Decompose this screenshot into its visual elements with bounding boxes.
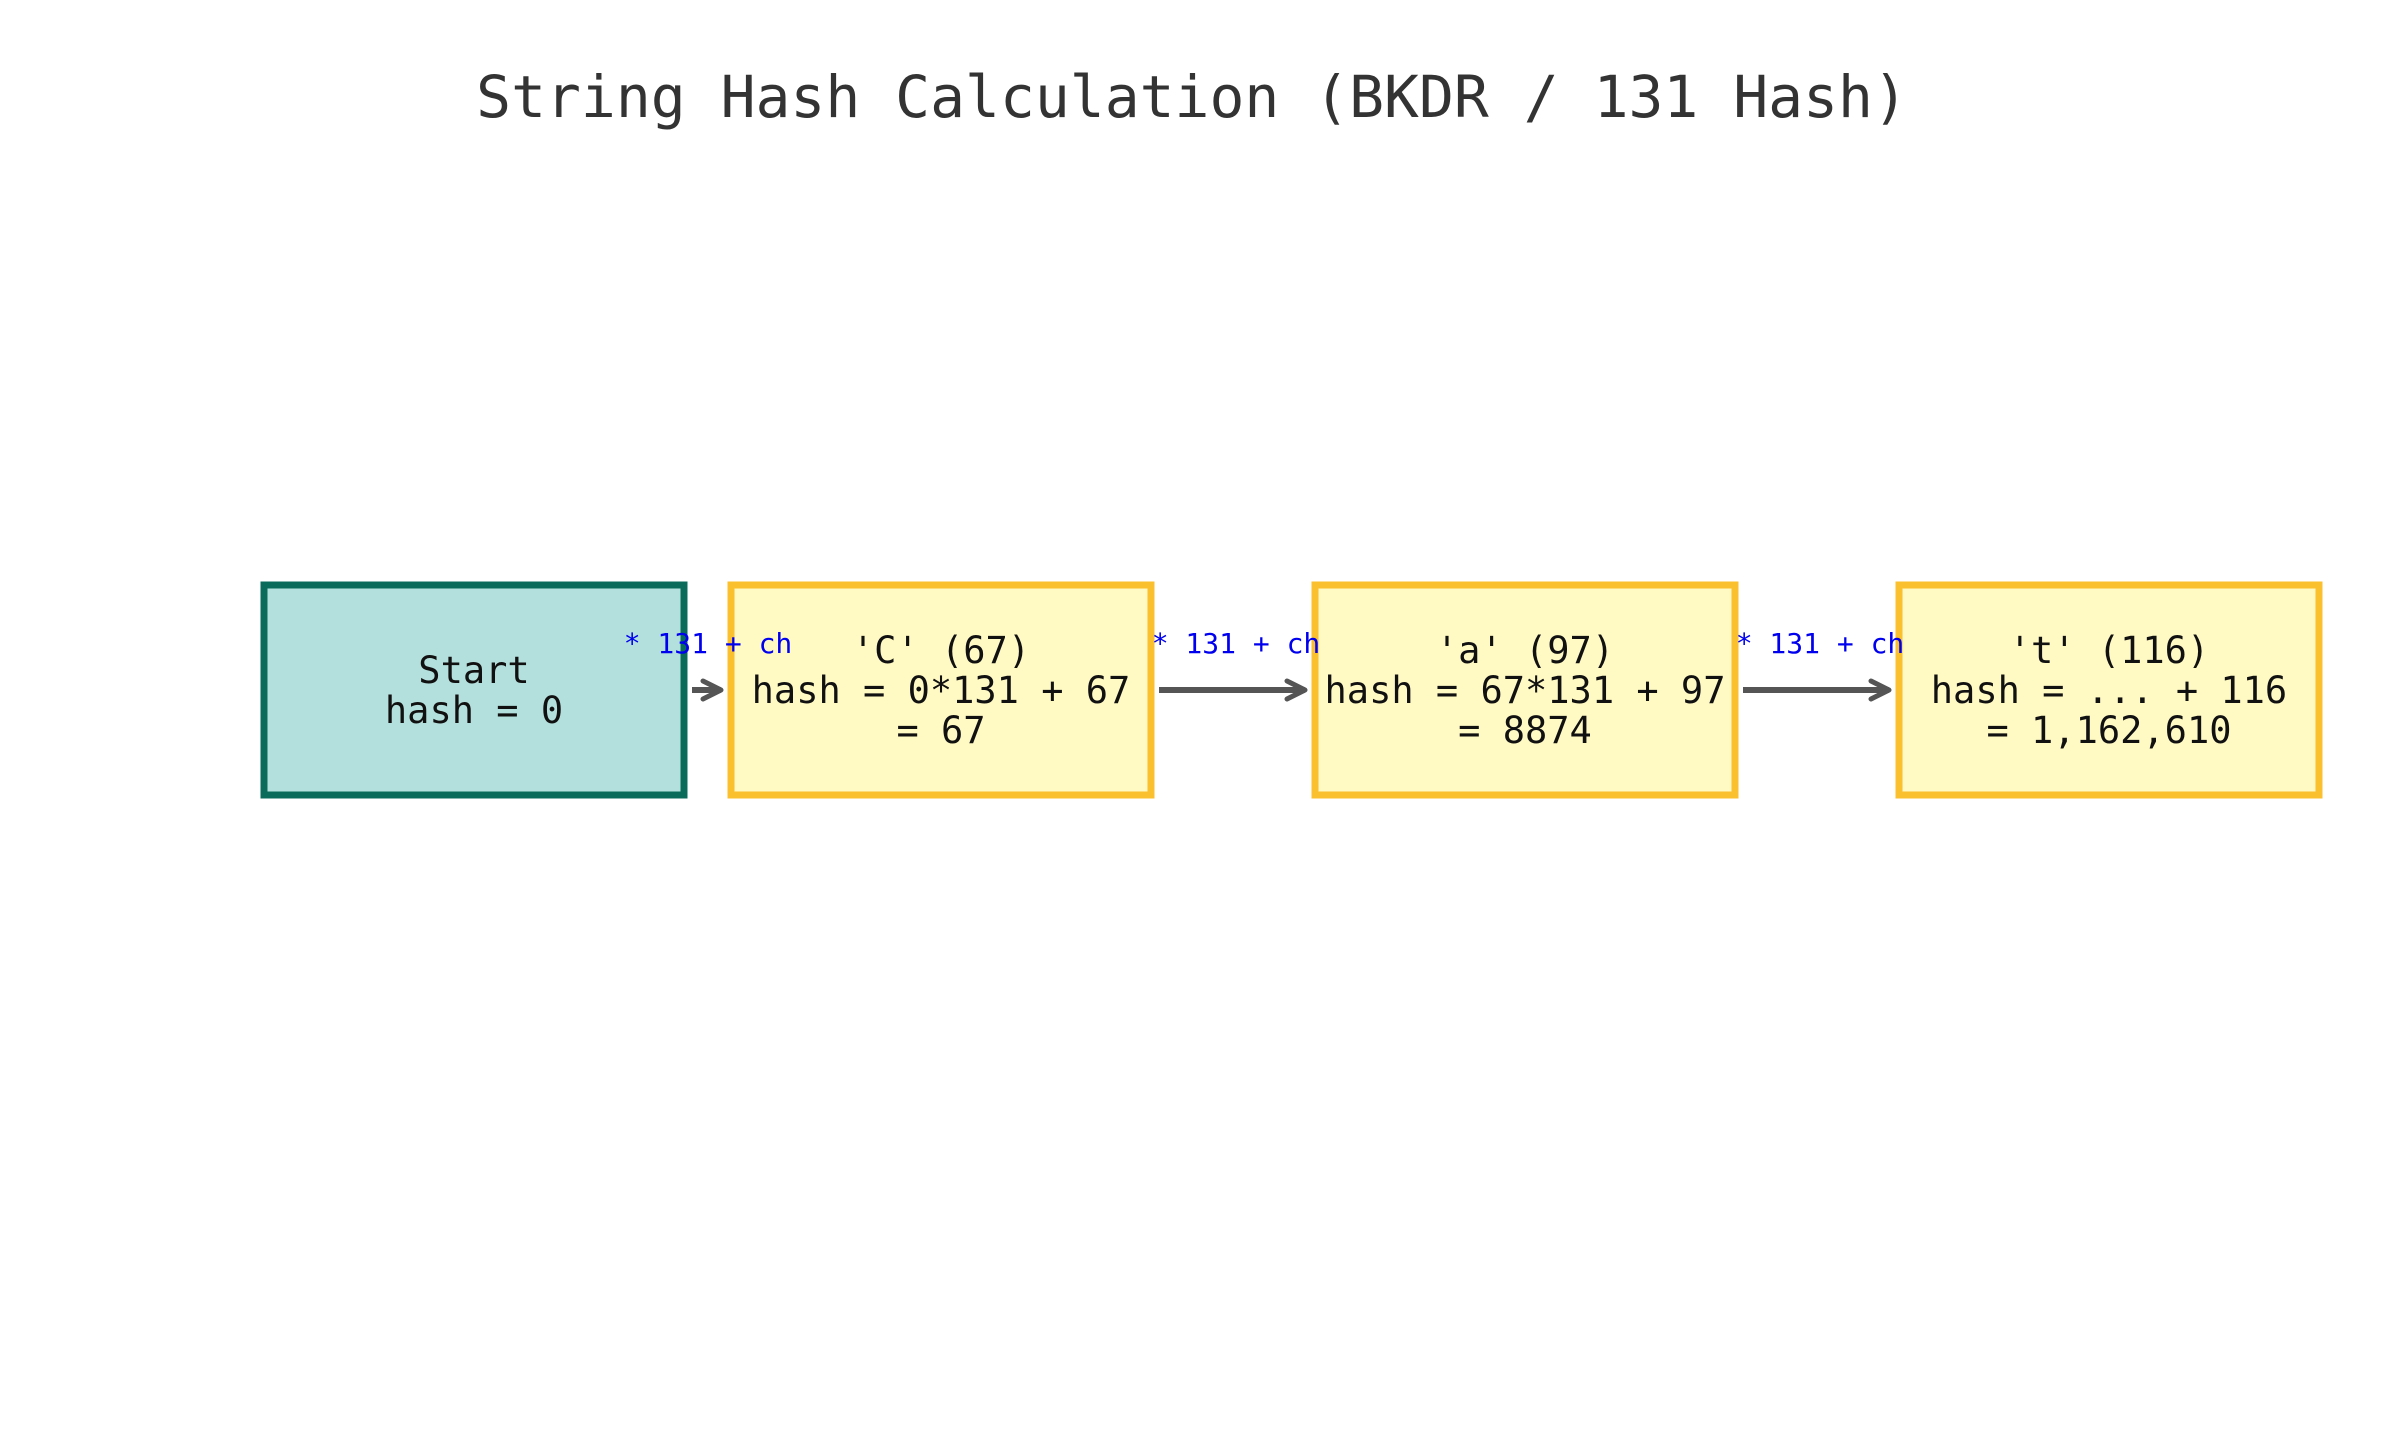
node-char-t: 't' (116)hash = ... + 116= 1,162,610 xyxy=(1895,581,2323,799)
node-char-a-line-1: hash = 67*131 + 97 xyxy=(1325,669,1726,712)
edge-label-char-a-to-char-t: * 131 + ch xyxy=(1736,627,1905,660)
node-start-line-1: hash = 0 xyxy=(385,689,563,732)
node-char-t-line-2: = 1,162,610 xyxy=(1986,709,2231,752)
edge-label-start-to-char-c: * 131 + ch xyxy=(624,627,793,660)
node-char-a: 'a' (97)hash = 67*131 + 97= 8874 xyxy=(1311,581,1739,799)
node-char-t-line-1: hash = ... + 116 xyxy=(1931,669,2287,712)
node-start-line-0: Start xyxy=(418,649,529,692)
node-char-c-line-2: = 67 xyxy=(896,709,985,752)
node-box-start xyxy=(260,581,688,799)
node-box-char-c xyxy=(727,581,1155,799)
node-char-c-line-0: 'C' (67) xyxy=(852,629,1030,672)
edge-labels-layer: * 131 + ch * 131 + ch * 131 + ch xyxy=(624,627,1905,660)
node-box-char-t xyxy=(1895,581,2323,799)
edge-label-char-c-to-char-a: * 131 + ch xyxy=(1152,627,1321,660)
node-box-char-a xyxy=(1311,581,1739,799)
node-char-c: 'C' (67)hash = 0*131 + 67= 67 xyxy=(727,581,1155,799)
node-char-c-line-1: hash = 0*131 + 67 xyxy=(752,669,1131,712)
node-char-a-line-0: 'a' (97) xyxy=(1436,629,1614,672)
node-char-a-line-2: = 8874 xyxy=(1458,709,1592,752)
node-char-t-line-0: 't' (116) xyxy=(2009,629,2209,672)
diagram-title: String Hash Calculation (BKDR / 131 Hash… xyxy=(476,63,1908,131)
